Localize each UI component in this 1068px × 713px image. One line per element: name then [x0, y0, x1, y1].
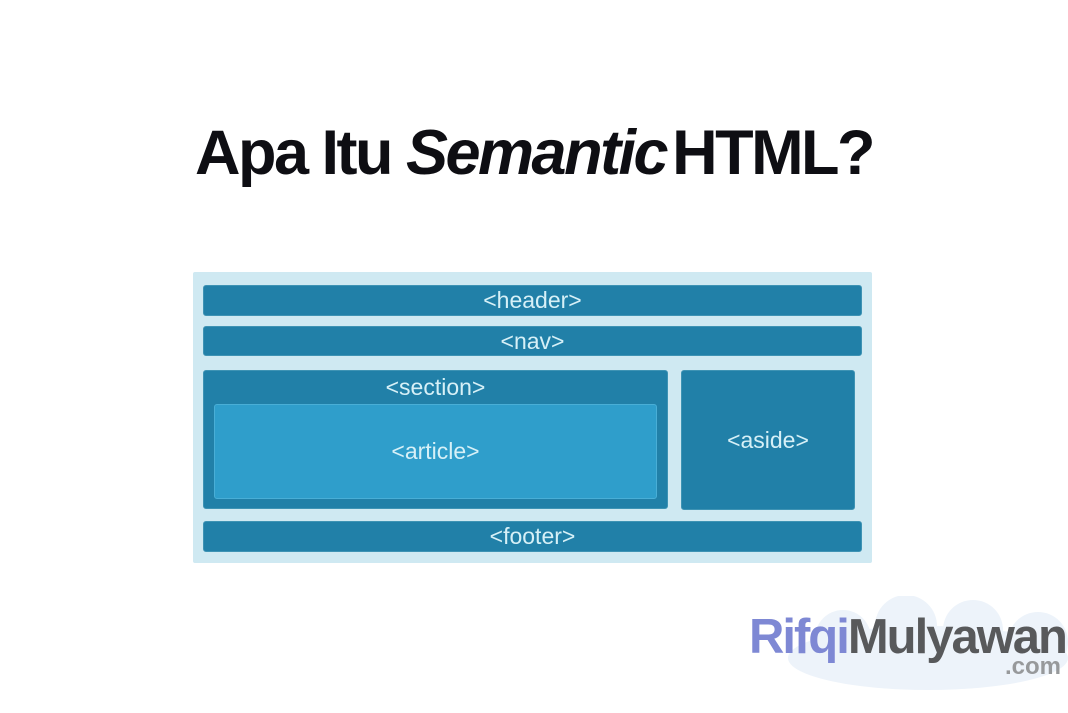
nav-box: <nav>: [203, 326, 862, 356]
title-regular-part-2: HTML?: [672, 118, 875, 189]
title-italic-part: Semantic: [405, 118, 669, 189]
brand-name-second: Mulyawan: [847, 610, 1068, 664]
aside-box: <aside>: [681, 370, 855, 510]
nav-box-label: <nav>: [500, 328, 565, 354]
footer-box: <footer>: [203, 521, 862, 552]
title-regular-part-1: Apa Itu: [194, 118, 406, 189]
article-box: <article>: [214, 404, 657, 499]
article-box-label: <article>: [391, 438, 480, 464]
semantic-html-layout-diagram: <header> <nav> <section> <article> <asid…: [193, 272, 872, 563]
brand-domain: .com: [1004, 653, 1061, 680]
page-title: Apa Itu SemanticHTML?: [0, 120, 1068, 186]
cloud-icon: [788, 596, 1068, 690]
footer-box-label: <footer>: [489, 523, 576, 549]
brand-name: RifqiMulyawan: [748, 610, 1068, 664]
header-box: <header>: [203, 285, 862, 316]
section-box-label: <section>: [385, 374, 486, 400]
header-box-label: <header>: [483, 287, 582, 313]
section-box: <section> <article>: [203, 370, 668, 509]
brand-logo: RifqiMulyawan .com: [748, 610, 1068, 680]
brand-name-first: Rifqi: [748, 610, 850, 664]
aside-box-label: <aside>: [727, 426, 809, 453]
